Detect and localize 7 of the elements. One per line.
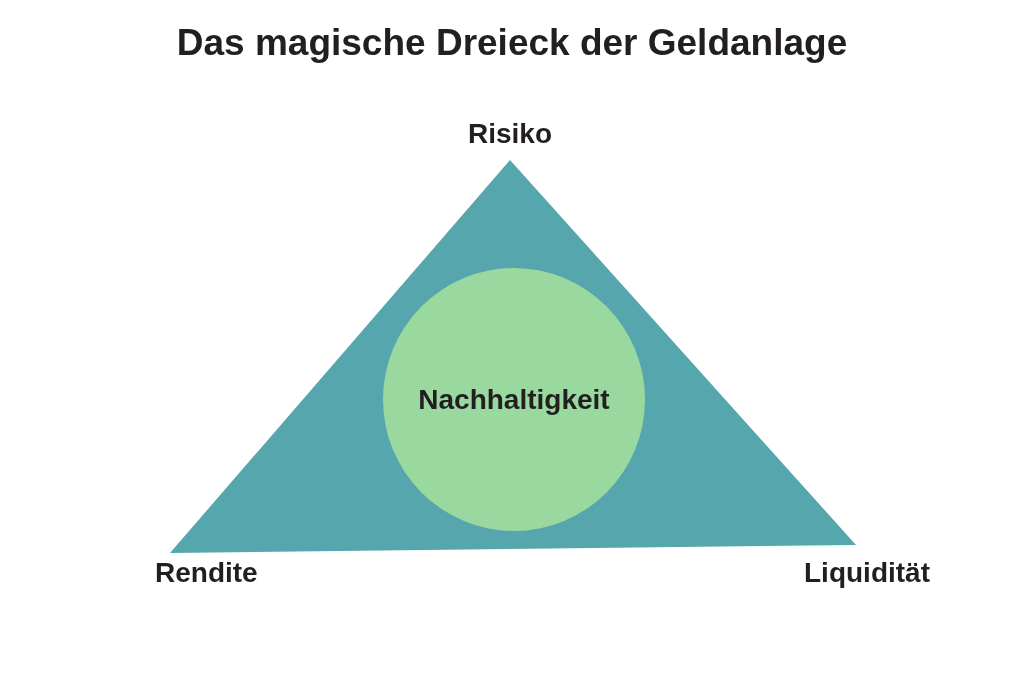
corner-label: Risiko bbox=[468, 118, 552, 150]
diagram-title: Das magische Dreieck der Geldanlage bbox=[175, 22, 849, 64]
node-label: Nachhaltigkeit bbox=[418, 383, 610, 416]
triangle-shape bbox=[170, 160, 856, 553]
corner-label: Liquidität bbox=[804, 557, 930, 589]
circle-shape bbox=[383, 268, 645, 531]
corner-label: Rendite bbox=[155, 557, 258, 589]
